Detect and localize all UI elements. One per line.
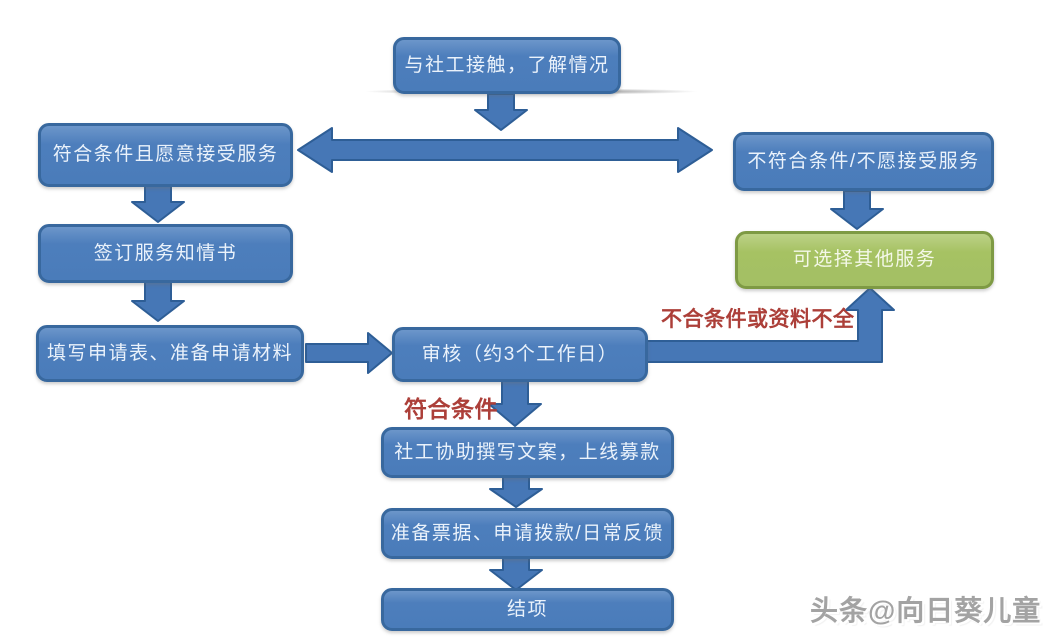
arrow-fundraising-down	[489, 475, 543, 508]
node-ineligible: 不符合条件/不愿接受服务	[733, 132, 994, 191]
watermark-text: 头条@向日葵儿童	[810, 595, 1042, 626]
arrow-double-horizontal	[297, 127, 713, 173]
node-contact: 与社工接触，了解情况	[393, 37, 621, 94]
edge-label-reject: 不合条件或资料不全	[661, 308, 855, 331]
node-review: 审核（约3个工作日）	[392, 327, 648, 382]
arrow-review-down	[488, 379, 542, 427]
arrow-receipts-down	[489, 555, 543, 591]
node-eligible: 符合条件且愿意接受服务	[38, 123, 293, 187]
arrow-contact-down	[474, 93, 528, 131]
arrow-ineligible-down	[830, 190, 884, 230]
arrow-sign-down	[131, 280, 185, 322]
arrow-fill-to-review	[305, 332, 393, 374]
arrow-review-to-other	[646, 287, 895, 363]
edge-label-qualify: 符合条件	[404, 396, 498, 422]
node-other-services: 可选择其他服务	[735, 231, 994, 289]
node-fundraising: 社工协助撰写文案，上线募款	[381, 427, 674, 478]
node-closing: 结项	[381, 588, 674, 631]
node-sign-consent: 签订服务知情书	[38, 224, 293, 283]
node-fill-form: 填写申请表、准备申请材料	[36, 325, 304, 382]
arrow-eligible-down	[131, 185, 185, 223]
node-receipts: 准备票据、申请拨款/日常反馈	[381, 508, 674, 559]
